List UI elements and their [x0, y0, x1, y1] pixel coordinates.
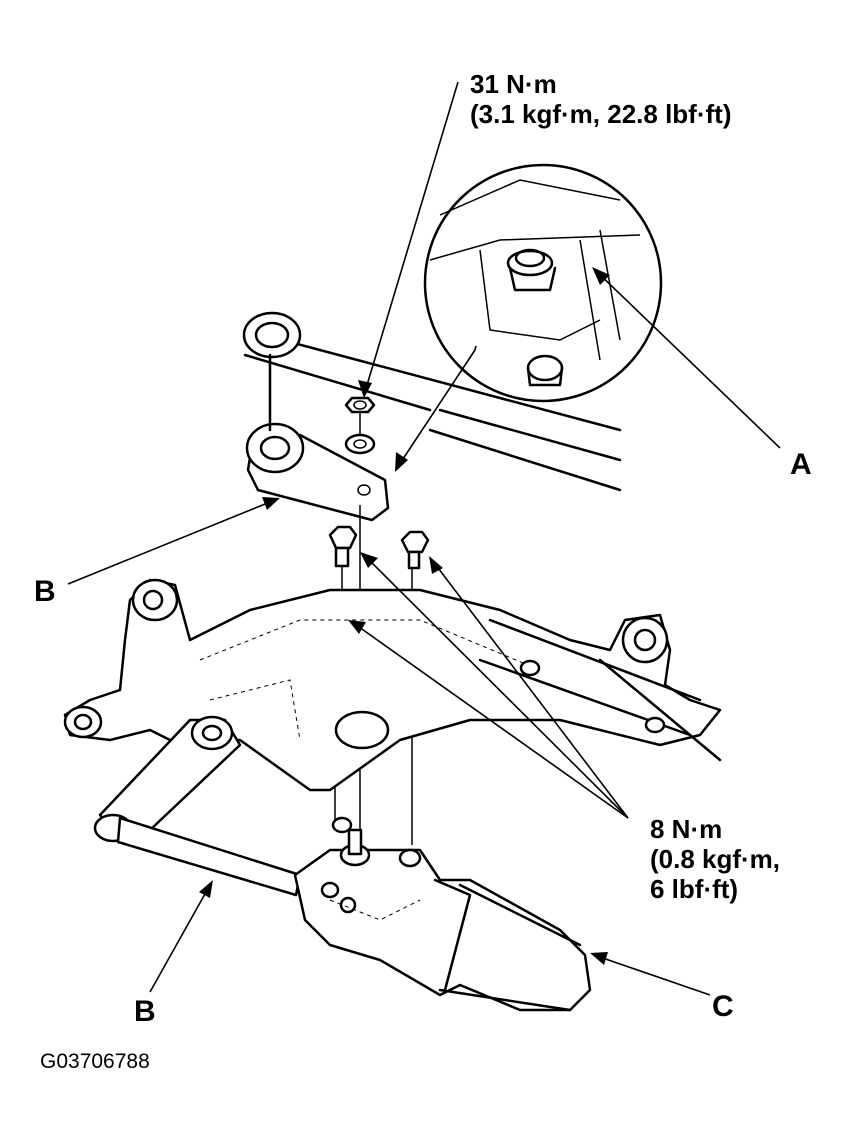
- link-b-upper: [245, 353, 390, 522]
- wiper-motor: [293, 816, 592, 1012]
- callout-b-upper: B: [34, 575, 56, 608]
- leader-lines: [67, 81, 781, 996]
- torque-lower-value: 8 N·m: [650, 814, 723, 844]
- callout-a: A: [790, 448, 812, 481]
- callout-c: C: [712, 990, 734, 1023]
- nut-and-washer: [344, 396, 376, 455]
- torque-upper-conversion: (3.1 kgf·m, 22.8 lbf·ft): [470, 98, 732, 129]
- torque-label-upper: 31 N·m (3.1 kgf·m, 22.8 lbf·ft): [470, 69, 732, 130]
- figure-code: G03706788: [40, 1050, 150, 1073]
- link-b-lower: [93, 715, 302, 897]
- torque-label-lower: 8 N·m (0.8 kgf·m, 6 lbf·ft): [650, 814, 781, 905]
- torque-lower-conversion-1: (0.8 kgf·m,: [650, 843, 781, 874]
- torque-lower-conversion-2: 6 lbf·ft): [650, 873, 739, 904]
- detail-magnifier: [423, 163, 663, 403]
- callout-b-lower: B: [134, 995, 156, 1028]
- upper-linkage-arm: [242, 311, 622, 492]
- torque-upper-value: 31 N·m: [470, 69, 557, 99]
